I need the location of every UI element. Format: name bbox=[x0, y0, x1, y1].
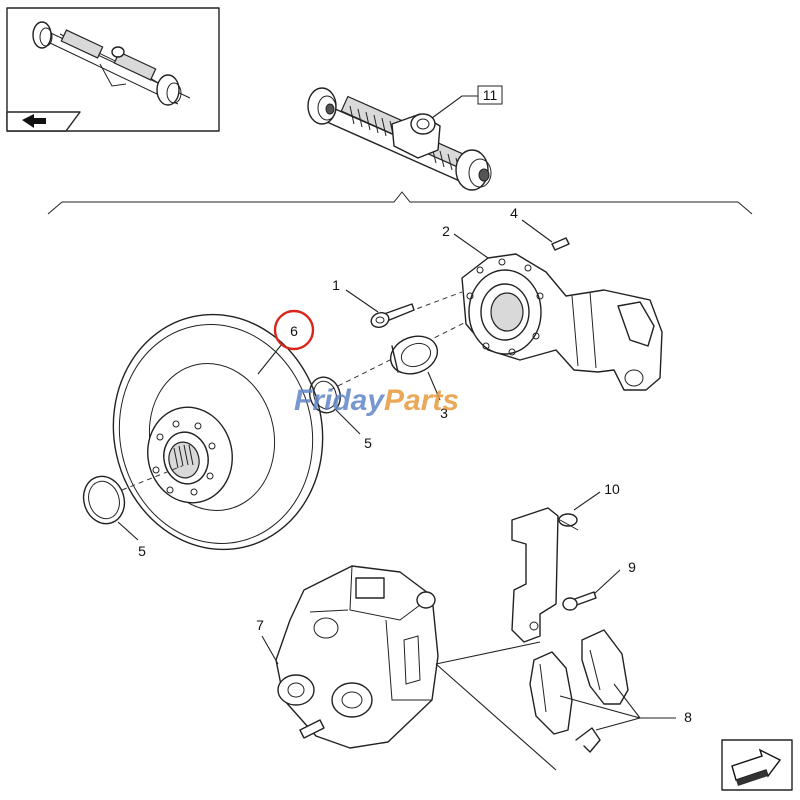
brake-pads bbox=[529, 629, 629, 753]
callout-3[interactable]: 3 bbox=[427, 371, 448, 421]
callout-label-4: 4 bbox=[510, 205, 518, 221]
callout-4[interactable]: 4 bbox=[510, 205, 553, 243]
callout-1[interactable]: 1 bbox=[332, 277, 379, 313]
watermark-part-1: Friday bbox=[294, 384, 385, 417]
seal-ring bbox=[389, 335, 439, 375]
callout-label-1: 1 bbox=[332, 277, 340, 293]
watermark-part-2: Parts bbox=[384, 384, 459, 417]
callout-2[interactable]: 2 bbox=[442, 223, 489, 259]
callout-6[interactable]: 6 bbox=[257, 309, 315, 375]
brake-disc bbox=[112, 313, 324, 551]
thumbnail-back-tab[interactable] bbox=[6, 111, 81, 132]
snap-ring-middle bbox=[308, 376, 342, 414]
callout-label-2: 2 bbox=[442, 223, 450, 239]
caliper-leader-lines bbox=[435, 641, 557, 771]
thumbnail-box[interactable] bbox=[6, 7, 220, 132]
callout-label-9: 9 bbox=[628, 559, 636, 575]
callout-11[interactable]: 11 bbox=[431, 85, 503, 119]
svg-text:FridayParts: FridayParts bbox=[294, 384, 459, 417]
callout-label-7: 7 bbox=[256, 617, 264, 633]
thumbnail-axle bbox=[32, 21, 191, 106]
callout-7[interactable]: 7 bbox=[256, 617, 279, 665]
callout-label-5-left: 5 bbox=[138, 543, 146, 559]
callout-9[interactable]: 9 bbox=[593, 559, 636, 595]
next-page-button[interactable] bbox=[721, 739, 793, 791]
callout-8[interactable]: 8 bbox=[559, 683, 692, 731]
caliper-bracket bbox=[511, 507, 579, 643]
callout-label-11: 11 bbox=[483, 87, 498, 103]
axis-line-lower bbox=[121, 465, 183, 491]
callout-5-middle[interactable]: 5 bbox=[335, 409, 372, 451]
callout-label-5-middle: 5 bbox=[364, 435, 372, 451]
assembly-brace bbox=[47, 191, 753, 215]
arrow-right-icon bbox=[731, 748, 782, 786]
arrow-left-icon bbox=[22, 114, 46, 128]
callout-10[interactable]: 10 bbox=[573, 481, 620, 511]
axis-line-upper bbox=[329, 319, 471, 391]
snap-ring-left bbox=[82, 475, 126, 525]
callout-label-8: 8 bbox=[684, 709, 692, 725]
callout-5-left[interactable]: 5 bbox=[117, 521, 146, 559]
small-bolt bbox=[562, 591, 597, 611]
callout-label-3: 3 bbox=[440, 405, 448, 421]
steering-knuckle bbox=[461, 253, 663, 391]
callout-label-6: 6 bbox=[290, 323, 298, 339]
axle-assembly bbox=[307, 87, 492, 191]
brake-caliper bbox=[275, 565, 439, 749]
highlight-circle bbox=[273, 309, 315, 351]
callout-label-10: 10 bbox=[604, 481, 620, 497]
bolt bbox=[370, 303, 415, 328]
watermark: FridayParts bbox=[294, 384, 459, 417]
pin bbox=[551, 237, 570, 251]
